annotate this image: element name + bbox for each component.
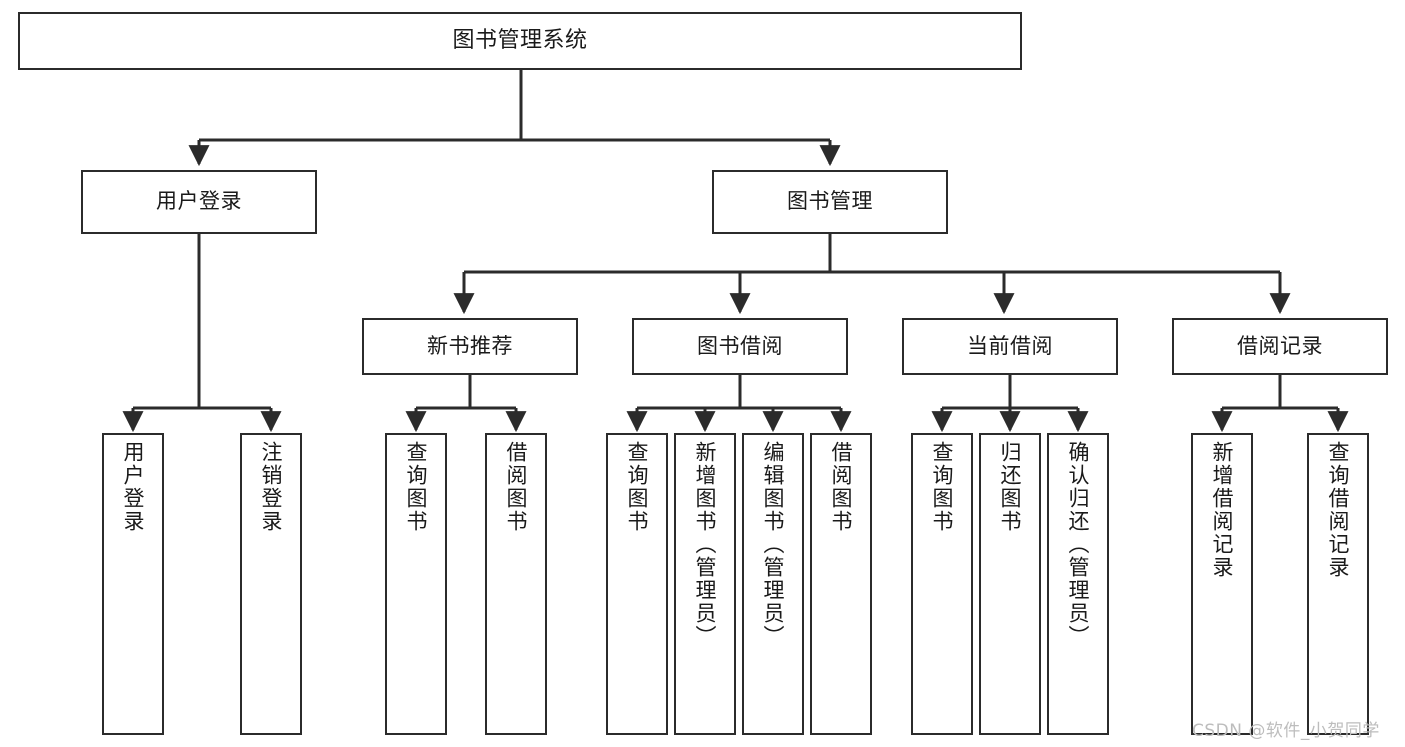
leaf-query-book-newbook[interactable]: 查询图书 bbox=[385, 433, 447, 735]
leaf-query-book-current[interactable]: 查询图书 bbox=[911, 433, 973, 735]
node-new-book-recommend[interactable]: 新书推荐 bbox=[362, 318, 578, 375]
leaf-user-login[interactable]: 用户登录 bbox=[102, 433, 164, 735]
leaf-query-book-current-label: 查询图书 bbox=[930, 441, 955, 533]
node-current-borrow[interactable]: 当前借阅 bbox=[902, 318, 1118, 375]
node-borrow-records-label: 借阅记录 bbox=[1237, 333, 1323, 358]
node-book-management-label: 图书管理 bbox=[787, 189, 873, 214]
leaf-logout[interactable]: 注销登录 bbox=[240, 433, 302, 735]
node-user-login-label: 用户登录 bbox=[156, 189, 242, 214]
leaf-query-book-borrow[interactable]: 查询图书 bbox=[606, 433, 668, 735]
leaf-add-book-admin-label: 新增图书（管理员） bbox=[693, 441, 718, 648]
leaf-query-borrow-record[interactable]: 查询借阅记录 bbox=[1307, 433, 1369, 735]
leaf-borrow-book-borrow-label: 借阅图书 bbox=[829, 441, 854, 533]
node-new-book-recommend-label: 新书推荐 bbox=[427, 333, 513, 358]
leaf-query-borrow-record-label: 查询借阅记录 bbox=[1326, 441, 1351, 579]
node-current-borrow-label: 当前借阅 bbox=[967, 333, 1053, 358]
node-borrow-records[interactable]: 借阅记录 bbox=[1172, 318, 1388, 375]
leaf-add-borrow-record-label: 新增借阅记录 bbox=[1210, 441, 1235, 579]
leaf-edit-book-admin-label: 编辑图书（管理员） bbox=[761, 441, 786, 648]
leaf-logout-label: 注销登录 bbox=[259, 441, 284, 533]
watermark: CSDN @软件_小贺同学 bbox=[1192, 721, 1380, 741]
leaf-edit-book-admin[interactable]: 编辑图书（管理员） bbox=[742, 433, 804, 735]
leaf-user-login-label: 用户登录 bbox=[121, 441, 146, 533]
node-book-borrow-label: 图书借阅 bbox=[697, 333, 783, 358]
leaf-return-book[interactable]: 归还图书 bbox=[979, 433, 1041, 735]
leaf-confirm-return-admin[interactable]: 确认归还（管理员） bbox=[1047, 433, 1109, 735]
leaf-borrow-book-borrow[interactable]: 借阅图书 bbox=[810, 433, 872, 735]
leaf-query-book-borrow-label: 查询图书 bbox=[625, 441, 650, 533]
leaf-add-book-admin[interactable]: 新增图书（管理员） bbox=[674, 433, 736, 735]
leaf-borrow-book-newbook-label: 借阅图书 bbox=[504, 441, 529, 533]
leaf-borrow-book-newbook[interactable]: 借阅图书 bbox=[485, 433, 547, 735]
leaf-return-book-label: 归还图书 bbox=[998, 441, 1023, 533]
node-book-management[interactable]: 图书管理 bbox=[712, 170, 948, 234]
node-root[interactable]: 图书管理系统 bbox=[18, 12, 1022, 70]
node-book-borrow[interactable]: 图书借阅 bbox=[632, 318, 848, 375]
leaf-confirm-return-admin-label: 确认归还（管理员） bbox=[1066, 441, 1091, 648]
leaf-query-book-newbook-label: 查询图书 bbox=[404, 441, 429, 533]
node-user-login[interactable]: 用户登录 bbox=[81, 170, 317, 234]
leaf-add-borrow-record[interactable]: 新增借阅记录 bbox=[1191, 433, 1253, 735]
node-root-label: 图书管理系统 bbox=[452, 28, 588, 54]
